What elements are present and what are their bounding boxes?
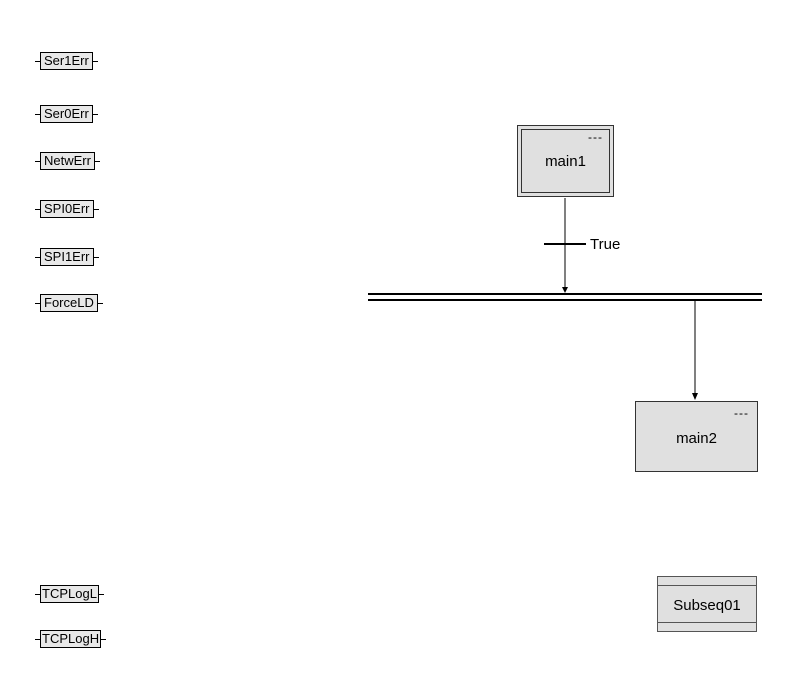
macro-top-band [658,585,756,586]
connector-stub [35,256,40,258]
transition-condition: True [590,236,621,253]
connector-stub [92,60,98,62]
connector-stub [35,208,40,210]
connector-stub [35,113,40,115]
variable-tag-forceld[interactable]: ForceLD [35,294,103,312]
connector-stub [93,256,99,258]
variable-tag-netwerr[interactable]: NetwErr [35,152,100,170]
step-action-indicator: --- [588,130,603,144]
connector-stub [92,113,98,115]
arrow-head [562,287,568,293]
connector-stub [101,638,107,640]
connector-stub [94,160,100,162]
connector-stub [98,593,104,595]
variable-tag-spi0err[interactable]: SPI0Err [35,200,99,218]
variable-name: TCPLogL [40,585,99,603]
variable-name: SPI1Err [40,248,94,266]
variable-tag-tcplogl[interactable]: TCPLogL [35,585,104,603]
variable-name: Ser0Err [40,105,93,123]
variable-tag-spi1err[interactable]: SPI1Err [35,248,99,266]
step-action-indicator: --- [734,406,749,420]
variable-tag-ser1err[interactable]: Ser1Err [35,52,98,70]
variable-tag-ser0err[interactable]: Ser0Err [35,105,98,123]
connector-stub [93,208,99,210]
connector-stub [35,160,40,162]
variable-name: SPI0Err [40,200,94,218]
step-name: main1 [545,153,586,170]
connector-stub [35,593,40,595]
step-main1[interactable]: --- main1 [517,125,614,197]
connector-stub [97,302,103,304]
variable-tag-tcplogh[interactable]: TCPLogH [35,630,107,648]
variable-name: ForceLD [40,294,98,312]
initial-step-inner-border [521,129,610,193]
arrow-head [692,393,698,400]
connector-stub [35,60,40,62]
connector-stub [35,638,40,640]
step-name: main2 [676,430,717,447]
macro-step-subseq01[interactable]: Subseq01 [657,576,757,632]
step-main2[interactable]: --- main2 [635,401,758,472]
variable-name: TCPLogH [40,630,102,648]
macro-name: Subseq01 [673,597,741,614]
connector-stub [35,302,40,304]
variable-name: Ser1Err [40,52,93,70]
macro-bottom-band [658,622,756,623]
variable-name: NetwErr [40,152,95,170]
